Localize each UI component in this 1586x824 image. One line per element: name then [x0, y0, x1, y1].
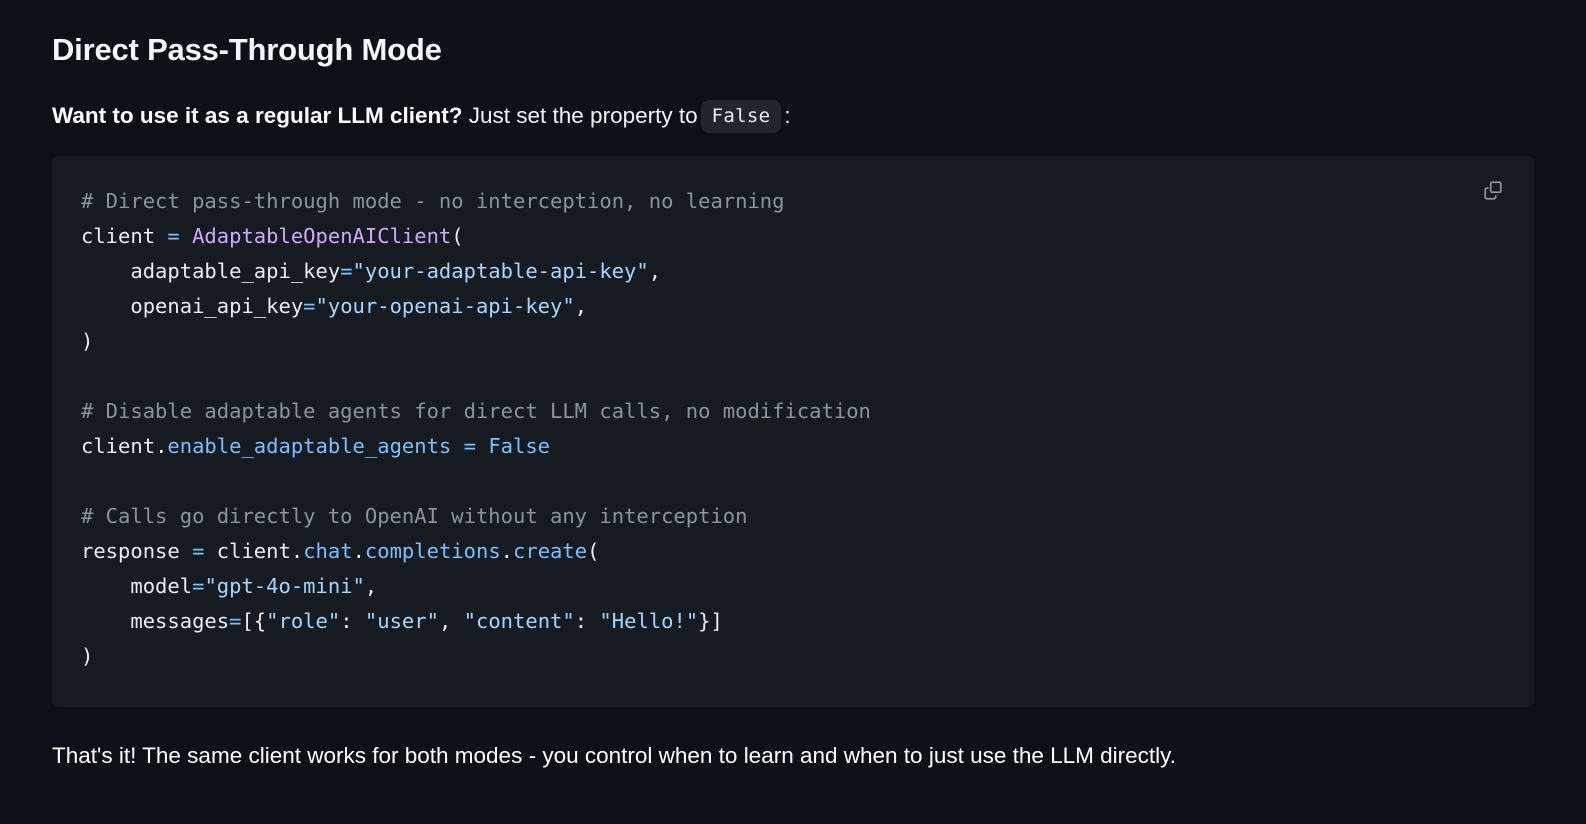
code-line: )	[81, 324, 1505, 359]
copy-icon	[1482, 179, 1504, 201]
code-token: }]	[698, 609, 723, 634]
code-token: (	[451, 224, 464, 249]
code-token	[451, 434, 463, 458]
code-token	[476, 434, 488, 458]
code-line: response = client.chat.completions.creat…	[81, 534, 1505, 569]
code-token: chat	[303, 539, 353, 564]
intro-lead-text: Want to use it as a regular LLM client?	[52, 102, 463, 128]
code-token: "gpt-4o-mini"	[204, 574, 365, 599]
code-token: =	[303, 294, 316, 319]
code-token: model	[81, 574, 193, 599]
code-token: ,	[364, 574, 378, 599]
code-line: )	[81, 639, 1505, 674]
code-line: # Calls go directly to OpenAI without an…	[81, 499, 1505, 534]
code-block: # Direct pass-through mode - no intercep…	[52, 156, 1534, 708]
intro-instruction-text: Just set the property to	[468, 102, 698, 128]
code-line: client = AdaptableOpenAIClient(	[81, 219, 1505, 254]
page-title: Direct Pass-Through Mode	[52, 32, 442, 67]
code-token: "user"	[364, 609, 439, 634]
code-token: "your-adaptable-api-key"	[352, 259, 649, 284]
code-token: [{	[241, 609, 267, 634]
code-token: AdaptableOpenAIClient	[192, 224, 452, 249]
intro-trailing-colon: :	[784, 102, 791, 128]
code-token: completions	[364, 539, 501, 564]
code-token: client	[81, 434, 156, 459]
code-token: .	[352, 539, 365, 564]
code-line	[81, 359, 1505, 394]
intro-paragraph: Want to use it as a regular LLM client? …	[52, 99, 1534, 133]
code-token: response	[81, 539, 193, 564]
code-token: =	[192, 574, 205, 599]
code-token: "your-openai-api-key"	[315, 294, 575, 319]
code-token: # Direct pass-through mode - no intercep…	[81, 189, 785, 214]
code-token: adaptable_api_key	[81, 259, 341, 284]
code-token: "role"	[266, 609, 341, 634]
code-token: =	[340, 259, 353, 284]
copy-code-button[interactable]	[1476, 173, 1510, 207]
code-token: False	[488, 434, 551, 459]
code-token: messages	[81, 609, 230, 634]
code-line: model="gpt-4o-mini",	[81, 569, 1505, 604]
code-token: )	[81, 644, 94, 669]
code-token: ,	[438, 609, 464, 634]
code-token: )	[81, 329, 94, 354]
code-token: (	[587, 539, 600, 564]
code-content[interactable]: # Direct pass-through mode - no intercep…	[52, 156, 1534, 674]
code-token: "Hello!"	[599, 609, 699, 634]
code-line: # Direct pass-through mode - no intercep…	[81, 184, 1505, 219]
code-token: :	[340, 609, 365, 634]
code-line: messages=[{"role": "user", "content": "H…	[81, 604, 1505, 639]
inline-code-false: False	[700, 99, 782, 133]
code-line: openai_api_key="your-openai-api-key",	[81, 289, 1505, 324]
outro-paragraph: That's it! The same client works for bot…	[52, 743, 1177, 769]
code-token: .	[155, 434, 168, 459]
code-line: adaptable_api_key="your-adaptable-api-ke…	[81, 254, 1505, 289]
code-token: openai_api_key	[81, 294, 304, 319]
code-line: # Disable adaptable agents for direct LL…	[81, 394, 1505, 429]
code-line	[81, 464, 1505, 499]
code-token: ,	[648, 259, 662, 284]
code-token: ,	[574, 294, 588, 319]
code-token: client	[204, 539, 291, 564]
code-token: .	[500, 539, 514, 564]
code-token: .	[290, 539, 304, 564]
code-token: client	[81, 224, 168, 249]
code-token: enable_adaptable_agents	[167, 434, 452, 459]
code-token: # Calls go directly to OpenAI without an…	[81, 504, 748, 529]
code-token: "content"	[463, 609, 575, 634]
code-token: # Disable adaptable agents for direct LL…	[81, 399, 871, 424]
code-token: =	[463, 434, 476, 459]
code-token: =	[229, 609, 242, 634]
code-token	[180, 224, 192, 248]
code-token: =	[167, 224, 180, 249]
code-token: :	[574, 609, 600, 634]
code-token: create	[513, 539, 588, 564]
code-line: client.enable_adaptable_agents = False	[81, 429, 1505, 464]
code-token: =	[192, 539, 205, 564]
